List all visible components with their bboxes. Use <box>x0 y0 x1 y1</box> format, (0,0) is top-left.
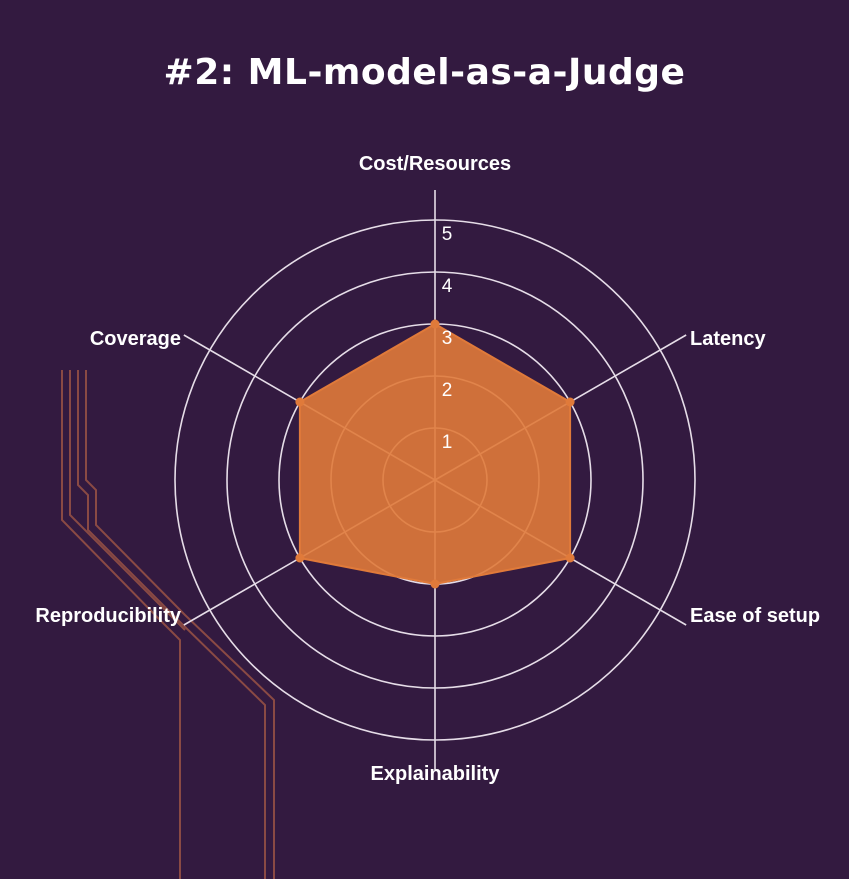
circuit-decoration <box>61 370 275 879</box>
axis-label: Coverage <box>90 328 181 350</box>
circuit-line <box>77 370 266 879</box>
axis-label: Ease of setup <box>690 605 820 627</box>
series-area <box>298 322 572 586</box>
tick-label: 1 <box>442 432 453 453</box>
axis-label: Reproducibility <box>35 605 181 627</box>
circuit-line <box>85 370 275 879</box>
tick-label: 2 <box>442 380 453 401</box>
data-point[interactable] <box>295 553 305 563</box>
tick-label: 3 <box>442 328 453 349</box>
axis-label: Explainability <box>371 763 501 785</box>
tick-label: 4 <box>442 276 453 297</box>
tick-label: 5 <box>442 224 453 245</box>
radar-tick-labels: 1 2 3 4 5 <box>442 224 453 453</box>
axis-label: Latency <box>690 328 766 350</box>
data-point[interactable] <box>430 579 440 589</box>
data-point[interactable] <box>295 397 305 407</box>
radar-series <box>295 319 575 589</box>
data-point[interactable] <box>565 553 575 563</box>
axis-label: Cost/Resources <box>359 153 511 175</box>
chart-title: #2: ML-model-as-a-Judge <box>163 52 686 93</box>
data-point[interactable] <box>430 319 440 329</box>
circuit-line <box>61 370 181 879</box>
data-point[interactable] <box>565 397 575 407</box>
circuit-line <box>69 370 186 631</box>
